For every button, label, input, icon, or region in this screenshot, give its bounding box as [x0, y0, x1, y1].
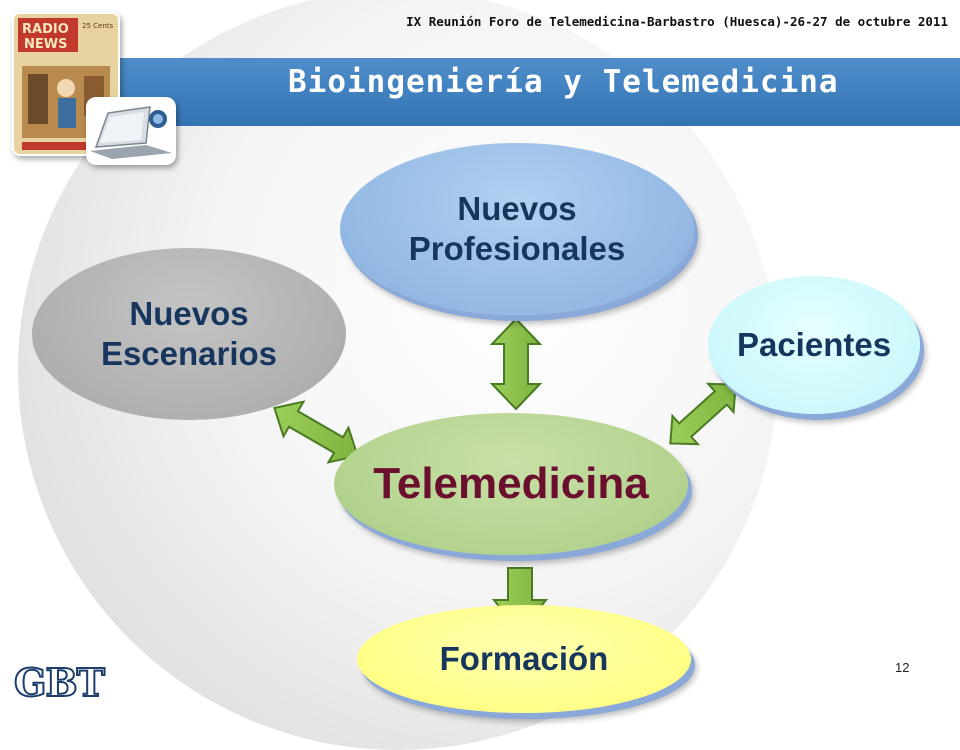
node-formacion-label: Formación	[439, 640, 609, 677]
conference-header: IX Reunión Foro de Telemedicina-Barbastr…	[406, 14, 948, 29]
node-pacientes: Pacientes	[708, 276, 920, 414]
node-pacientes-label: Pacientes	[736, 326, 892, 363]
gbt-logo: GBT	[13, 659, 106, 706]
node-nuevos-escenarios: Nuevos Escenarios	[32, 248, 346, 420]
title-band	[120, 58, 960, 126]
node-nuevos-profesionales: Nuevos Profesionales	[340, 143, 694, 315]
node-formacion: Formación	[357, 605, 691, 713]
laptop-icon	[86, 97, 176, 165]
node-profesionales-line1: Nuevos	[457, 190, 577, 227]
magazine-title-line2: NEWS	[24, 37, 67, 52]
node-telemedicina: Telemedicina	[334, 413, 688, 555]
node-telemedicina-label: Telemedicina	[373, 459, 649, 508]
node-profesionales-line2: Profesionales	[408, 230, 626, 267]
node-escenarios-line1: Nuevos	[129, 295, 249, 332]
magazine-title-line1: RADIO	[22, 22, 69, 37]
node-escenarios-line2: Escenarios	[100, 335, 278, 372]
slide-title: Bioingeniería y Telemedicina	[288, 64, 839, 100]
magazine-price: 25 Cents	[82, 22, 114, 30]
page-number: 12	[895, 660, 910, 675]
